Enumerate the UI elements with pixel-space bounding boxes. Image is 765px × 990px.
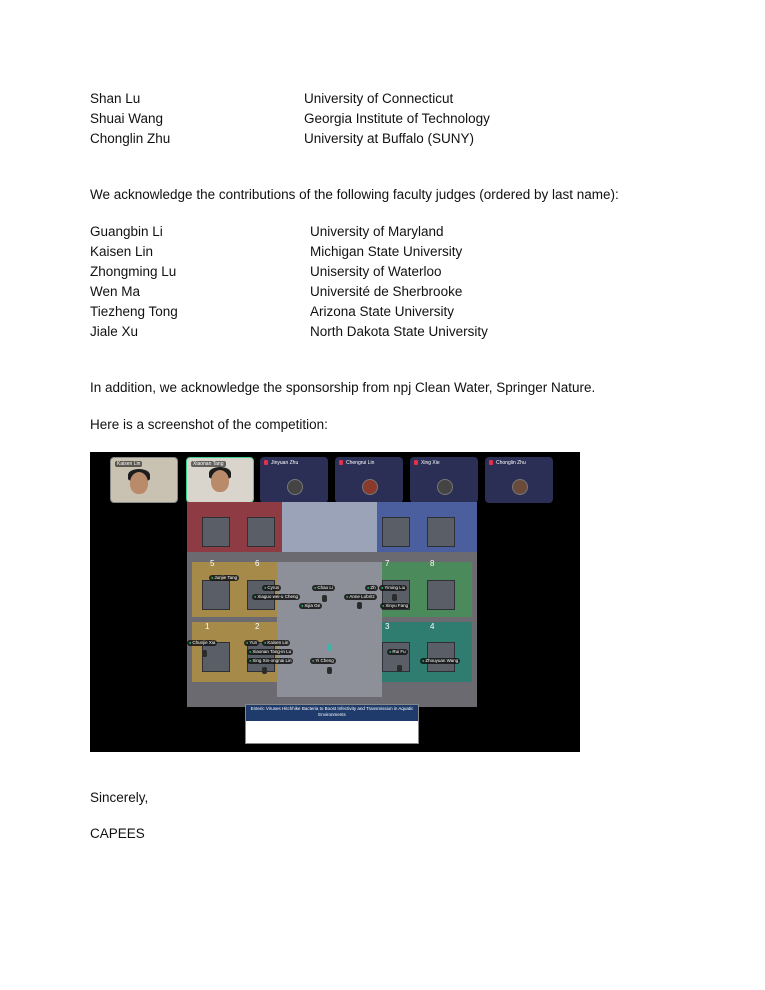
room-number: 8 <box>430 559 435 568</box>
avatar-sprite <box>202 650 207 657</box>
participant-label: Yun <box>244 640 260 646</box>
desk <box>202 642 230 672</box>
virtual-map: 5 6 7 8 1 2 3 4 Junjie Tang Cyrus Chao L… <box>187 502 477 707</box>
competition-screenshot: Kaisen Lin Xiaonan Tang Jinyuan Zhu Chen… <box>90 452 580 752</box>
judge-institution: North Dakota State University <box>310 324 488 339</box>
video-tile: Xing Xie <box>410 457 478 503</box>
signature: CAPEES <box>90 826 145 841</box>
student-institution: University of Connecticut <box>304 91 454 106</box>
avatar <box>512 479 528 495</box>
video-tile: Kaisen Lin <box>110 457 178 503</box>
participant-label: Rui Fu <box>387 649 408 655</box>
screenshot-intro: Here is a screenshot of the competition: <box>90 417 328 432</box>
mic-muted-icon <box>414 460 418 465</box>
participant-label: Zhouyuan Wang <box>420 658 461 664</box>
judge-name: Zhongming Lu <box>90 264 177 279</box>
student-institution: University at Buffalo (SUNY) <box>304 131 475 146</box>
closing: Sincerely, <box>90 790 149 805</box>
participant-label: Xinyu Fang <box>380 603 411 609</box>
participant-label: Kaisen Lin <box>262 640 291 646</box>
avatar <box>437 479 453 495</box>
participant-label: Yiming Liu <box>379 585 408 591</box>
participant-label: Xiaonan Tang-in Lu <box>247 649 294 655</box>
avatar-sprite <box>322 595 327 602</box>
avatar-sprite <box>262 667 267 674</box>
participant-label: Xijia Ge <box>299 603 323 609</box>
video-tile-name: Chonglin Zhu <box>496 460 526 466</box>
judge-institution: Arizona State University <box>310 304 455 319</box>
video-tile-active: Xiaonan Tang <box>186 457 254 503</box>
desk <box>202 580 230 610</box>
avatar <box>362 479 378 495</box>
room-number: 6 <box>255 559 260 568</box>
room-number: 7 <box>385 559 390 568</box>
student-name: Shan Lu <box>90 91 141 106</box>
video-tile: Chengrui Lin <box>335 457 403 503</box>
mic-muted-icon <box>489 460 493 465</box>
mic-muted-icon <box>264 460 268 465</box>
video-tile-name: Xing Xie <box>421 460 440 466</box>
desk <box>202 517 230 547</box>
video-tile: Chonglin Zhu <box>485 457 553 503</box>
judge-name: Tiezheng Tong <box>90 304 178 319</box>
judge-institution: Université de Sherbrooke <box>310 284 463 299</box>
desk <box>382 642 410 672</box>
desk <box>382 517 410 547</box>
sponsorship-text: In addition, we acknowledge the sponsors… <box>90 380 596 395</box>
room-number: 5 <box>210 559 215 568</box>
participant-label: Xiaguo wei-u Cheng <box>252 594 300 600</box>
judge-name: Kaisen Lin <box>90 244 154 259</box>
video-tile-name: Xiaonan Tang <box>191 461 226 467</box>
avatar <box>287 479 303 495</box>
video-tile-name: Kaisen Lin <box>115 461 143 467</box>
judge-name: Guangbin Li <box>90 224 163 239</box>
desk <box>427 580 455 610</box>
person-face <box>211 470 229 492</box>
student-name: Chonglin Zhu <box>90 131 171 146</box>
room-number: 4 <box>430 622 435 631</box>
avatar-sprite <box>392 594 397 601</box>
student-institution: Georgia Institute of Technology <box>304 111 490 126</box>
judge-institution: Michigan State University <box>310 244 463 259</box>
avatar-sprite <box>397 665 402 672</box>
judge-name: Wen Ma <box>90 284 141 299</box>
participant-label: Chao Li <box>312 585 335 591</box>
judge-name: Jiale Xu <box>90 324 139 339</box>
video-tile-name: Chengrui Lin <box>346 460 375 466</box>
room-number: 2 <box>255 622 260 631</box>
avatar-sprite <box>357 602 362 609</box>
video-tile: Jinyuan Zhu <box>260 457 328 503</box>
avatar-sprite <box>327 667 332 674</box>
participant-label: Zh <box>365 585 378 591</box>
room-number: 1 <box>205 622 210 631</box>
student-name: Shuai Wang <box>90 111 164 126</box>
participant-label: Yi Cheng <box>310 658 336 664</box>
zone-hallway <box>277 562 382 697</box>
zone-top-center <box>282 502 377 552</box>
desk <box>427 517 455 547</box>
participant-label: Chunjie Xia <box>187 640 218 646</box>
video-tile-name: Jinyuan Zhu <box>271 460 299 466</box>
desk <box>247 517 275 547</box>
poster-title: Enteric Viruses Hitchhike Bacteria to Bo… <box>246 705 418 721</box>
room-number: 3 <box>385 622 390 631</box>
participant-label: Cyrus <box>262 585 282 591</box>
participant-label: Junjie Tang <box>209 575 240 581</box>
avatar-sprite <box>327 644 332 651</box>
person-face <box>130 472 148 494</box>
research-poster: Enteric Viruses Hitchhike Bacteria to Bo… <box>245 704 419 744</box>
desk <box>247 642 275 672</box>
judge-institution: Unisersity of Waterloo <box>310 264 442 279</box>
judge-institution: University of Maryland <box>310 224 444 239</box>
desk <box>427 642 455 672</box>
participant-label: Anne Lobritz <box>344 594 377 600</box>
judges-intro: We acknowledge the contributions of the … <box>90 187 619 202</box>
participant-label: Xing Xin-ongnai Lin <box>247 658 294 664</box>
mic-muted-icon <box>339 460 343 465</box>
